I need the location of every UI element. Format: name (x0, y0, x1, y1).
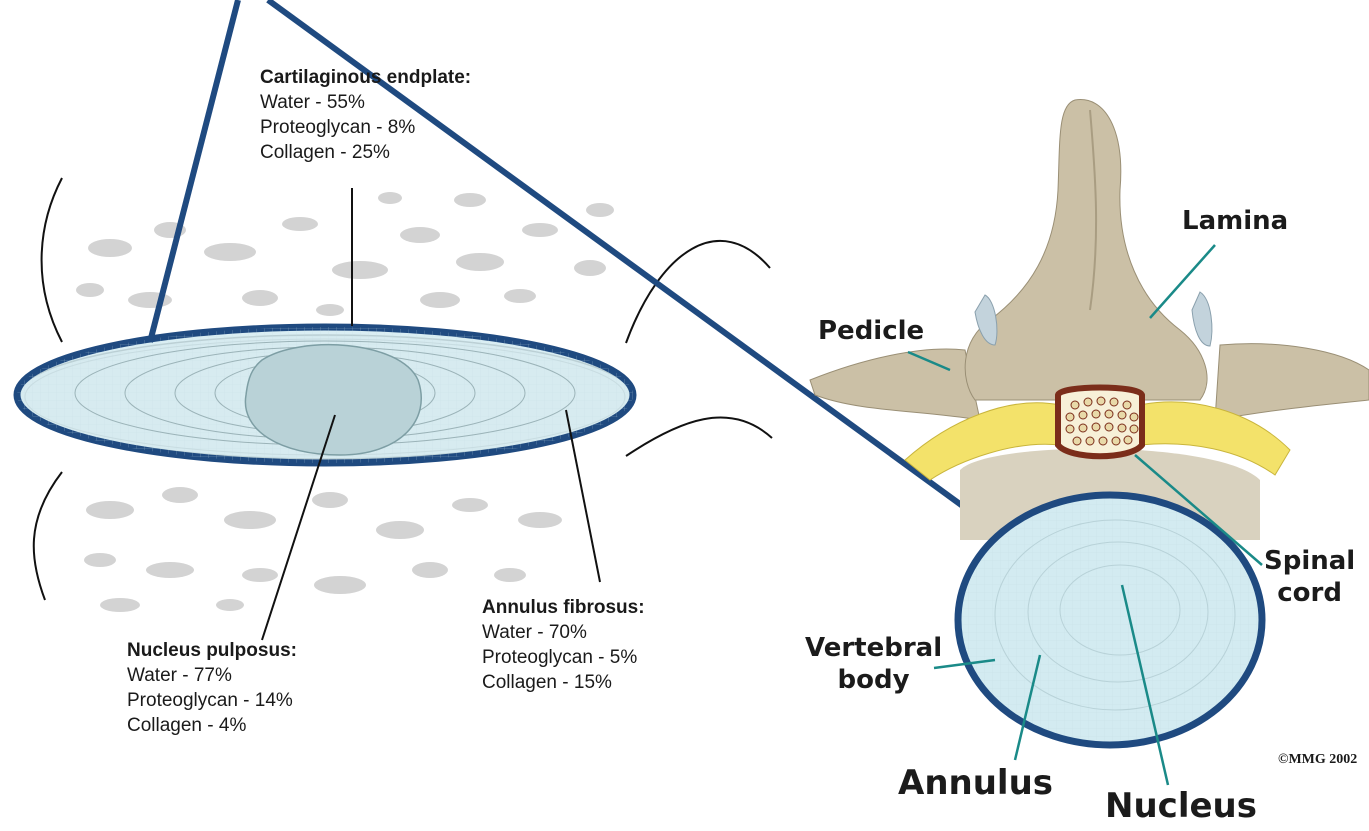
vertebral-body-label-line2: body (805, 664, 942, 696)
spinal-cord-label-line1: Spinal (1264, 545, 1355, 577)
copyright-text: ©MMG 2002 (1278, 752, 1357, 768)
cartilaginous-endplate-label: Cartilaginous endplate: Water - 55% Prot… (260, 65, 471, 165)
bone-texture-lower (84, 487, 562, 612)
nucleus-pulposus-title: Nucleus pulposus: (127, 638, 297, 663)
vertebral-body-label: Vertebral body (805, 632, 942, 696)
annulus-water: Water - 70% (482, 620, 645, 645)
upper-vertebra-outline (42, 178, 770, 343)
spinal-cord-label-line2: cord (1264, 577, 1355, 609)
spinal-cord-label: Spinal cord (1264, 545, 1355, 609)
annulus-fibrosus-label: Annulus fibrosus: Water - 70% Proteoglyc… (482, 595, 645, 695)
annulus-fibrosus-title: Annulus fibrosus: (482, 595, 645, 620)
nucleus-water: Water - 77% (127, 663, 297, 688)
pedicle-label: Pedicle (818, 315, 924, 347)
lamina-label: Lamina (1182, 205, 1288, 237)
endplate-water: Water - 55% (260, 90, 471, 115)
cartilaginous-endplate-title: Cartilaginous endplate: (260, 65, 471, 90)
annulus-label: Annulus (898, 763, 1053, 803)
nucleus-pulposus-shape (245, 345, 421, 455)
bone-texture-upper (76, 192, 614, 316)
nucleus-pulposus-label: Nucleus pulposus: Water - 77% Proteoglyc… (127, 638, 297, 738)
annulus-collagen: Collagen - 15% (482, 670, 645, 695)
nucleus-collagen: Collagen - 4% (127, 713, 297, 738)
endplate-proteoglycan: Proteoglycan - 8% (260, 115, 471, 140)
vertebral-body-label-line1: Vertebral (805, 632, 942, 664)
annulus-proteoglycan: Proteoglycan - 5% (482, 645, 645, 670)
nucleus-label: Nucleus (1105, 786, 1257, 826)
endplate-collagen: Collagen - 25% (260, 140, 471, 165)
nucleus-proteoglycan: Proteoglycan - 14% (127, 688, 297, 713)
